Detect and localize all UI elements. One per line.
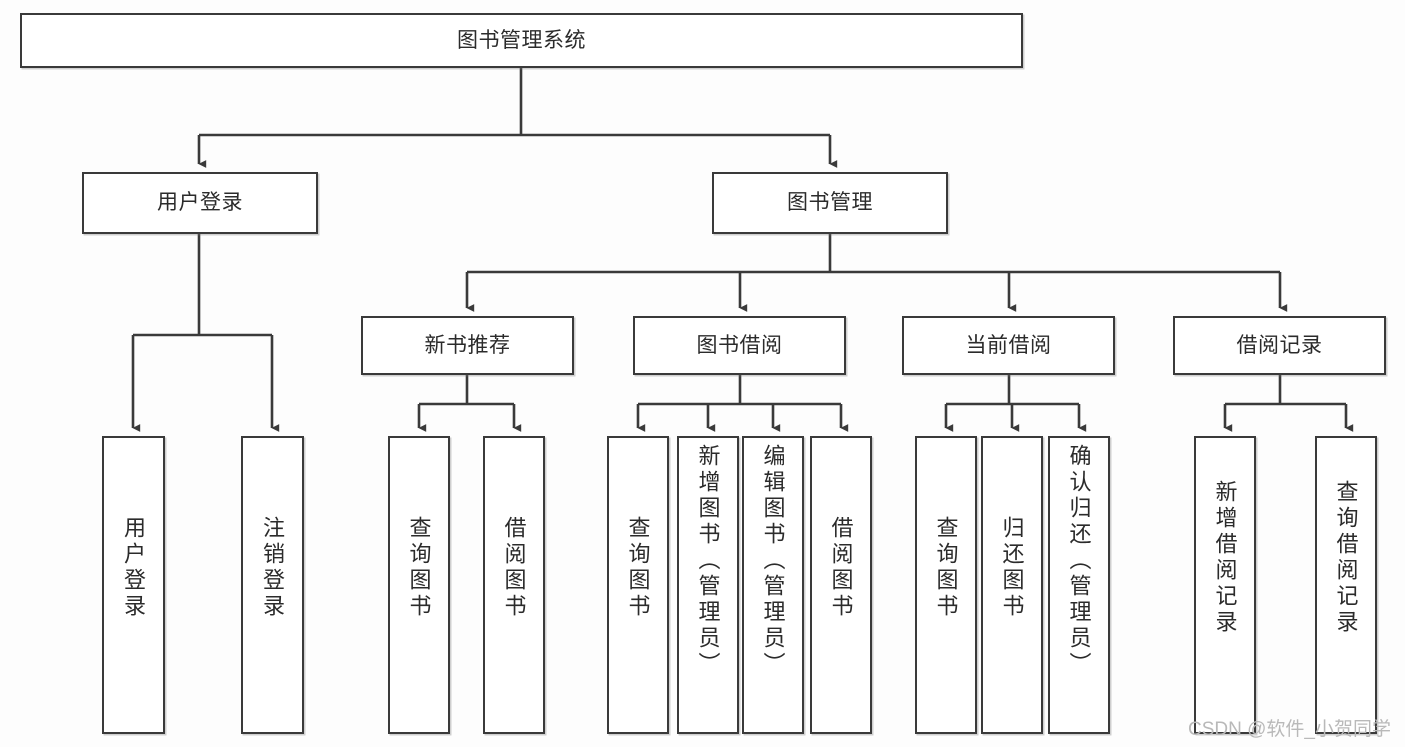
node-leaf-add-book[interactable]: 新增图书（管理员） [677,436,739,734]
node-label: 用户登录 [121,516,147,620]
node-label: 查询图书 [625,516,651,620]
node-label: 图书管理系统 [457,28,586,52]
node-leaf-add-record[interactable]: 新增借阅记录 [1194,436,1256,734]
node-label: 借阅记录 [1236,333,1323,357]
node-label: 当前借阅 [965,333,1052,357]
node-book-management[interactable]: 图书管理 [712,172,948,234]
node-label: 新增借阅记录 [1212,480,1238,636]
csdn-watermark: CSDN @软件_小贺同学 [1188,719,1391,740]
node-label: 编辑图书（管理员） [760,444,786,678]
node-leaf-confirm-return[interactable]: 确认归还（管理员） [1048,436,1110,734]
node-leaf-user-login[interactable]: 用户登录 [102,436,165,734]
node-leaf-borrow-book-2[interactable]: 借阅图书 [810,436,872,734]
node-label: 借阅图书 [828,516,854,620]
node-label: 确认归还（管理员） [1066,444,1092,678]
node-label: 查询图书 [933,516,959,620]
node-leaf-query-book-1[interactable]: 查询图书 [388,436,450,734]
node-label: 注销登录 [260,516,286,620]
node-leaf-query-record[interactable]: 查询借阅记录 [1315,436,1377,734]
node-root-system[interactable]: 图书管理系统 [20,13,1023,68]
node-book-borrow[interactable]: 图书借阅 [633,316,846,375]
node-label: 新书推荐 [424,333,511,357]
node-label: 查询图书 [406,516,432,620]
node-label: 图书管理 [787,191,873,215]
node-label: 查询借阅记录 [1333,480,1359,636]
node-label: 用户登录 [157,191,243,215]
node-user-login[interactable]: 用户登录 [82,172,318,234]
node-leaf-edit-book[interactable]: 编辑图书（管理员） [742,436,804,734]
node-borrow-record[interactable]: 借阅记录 [1173,316,1386,375]
node-leaf-query-book-2[interactable]: 查询图书 [607,436,669,734]
node-label: 归还图书 [999,516,1025,620]
node-label: 新增图书（管理员） [695,444,721,678]
node-leaf-query-book-3[interactable]: 查询图书 [915,436,977,734]
node-leaf-user-logout[interactable]: 注销登录 [241,436,304,734]
node-leaf-return-book[interactable]: 归还图书 [981,436,1043,734]
node-new-book-recommend[interactable]: 新书推荐 [361,316,574,375]
node-current-borrow[interactable]: 当前借阅 [902,316,1115,375]
node-label: 借阅图书 [501,516,527,620]
node-label: 图书借阅 [696,333,783,357]
node-leaf-borrow-book-1[interactable]: 借阅图书 [483,436,545,734]
